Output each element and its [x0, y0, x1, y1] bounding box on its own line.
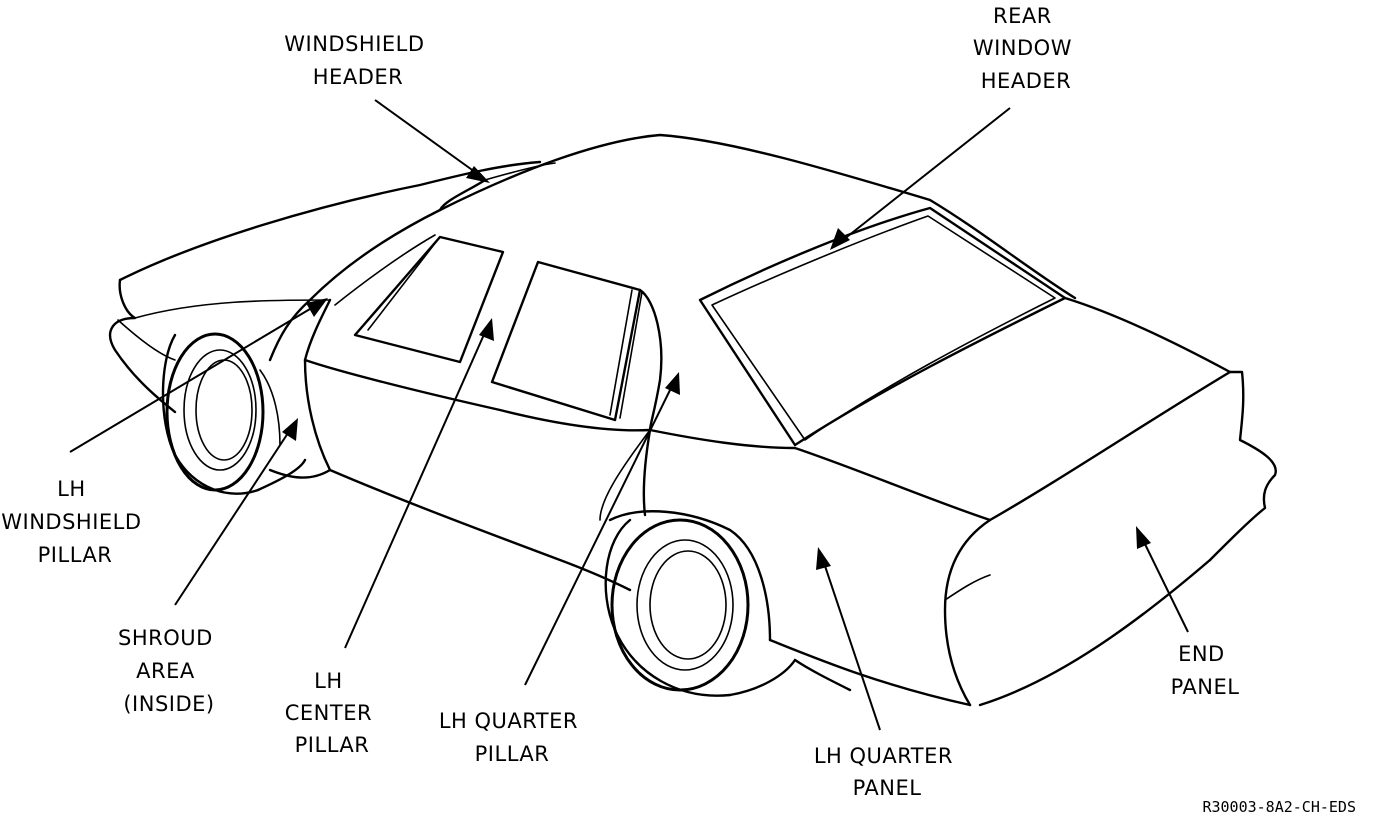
lh-windshield-pillar-label: LH WINDSHIELD PILLAR	[1, 477, 148, 567]
lh-quarter-panel-label: LH QUARTER PANEL	[814, 744, 960, 800]
end-panel-label: END PANEL	[1171, 642, 1240, 699]
figure-code: R30003-8A2-CH-EDS	[1202, 798, 1356, 816]
lh-quarter-pillar-label: LH QUARTER PILLAR	[439, 709, 585, 766]
shroud-area-label: SHROUD AREA (INSIDE)	[118, 626, 220, 716]
rear-window-header-label: REAR WINDOW HEADER	[973, 4, 1079, 93]
lh-center-pillar-label: LH CENTER PILLAR	[285, 669, 380, 757]
leader-lines	[69, 99, 1189, 731]
car-outline	[109, 133, 1277, 707]
rear-wheel	[604, 510, 797, 697]
front-wheel	[161, 332, 307, 495]
windshield-header-label: WINDSHIELD HEADER	[284, 32, 431, 89]
